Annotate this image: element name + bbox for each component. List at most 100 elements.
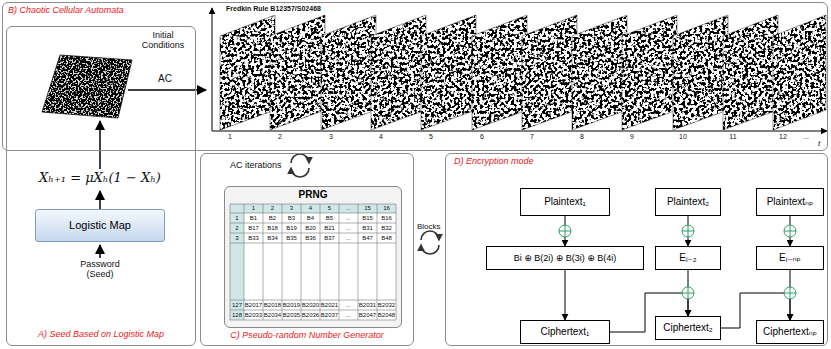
panel-title: C) Pseudo-random Number Generator bbox=[201, 330, 413, 341]
box-label: Eᵢ₋ₙₚ bbox=[779, 252, 801, 264]
cycle-icon bbox=[421, 231, 439, 254]
annotation: 2 bbox=[272, 133, 288, 141]
box-label: Plaintextₙₚ bbox=[767, 196, 814, 208]
annotation: 3 bbox=[323, 133, 339, 141]
xor-symbol bbox=[784, 287, 796, 299]
table-cell: B2037 bbox=[320, 310, 339, 320]
xor-symbol bbox=[559, 225, 571, 237]
table-cell: B2031 bbox=[358, 300, 377, 310]
annotation: AC iterations bbox=[230, 160, 282, 170]
table-cell: 127 bbox=[230, 300, 244, 310]
annotation: 1 bbox=[222, 133, 238, 141]
table-cell: B33 bbox=[244, 233, 263, 243]
connector bbox=[565, 270, 566, 320]
annotation: t bbox=[818, 139, 820, 148]
table-cell: B34 bbox=[263, 233, 282, 243]
table-cell: B2019 bbox=[282, 300, 301, 310]
table-cell: B17 bbox=[244, 223, 263, 233]
process-box: Bi ⊕ B(2i) ⊕ B(3i) ⊕ B(4i) bbox=[486, 246, 644, 270]
table-cell: ... bbox=[339, 300, 358, 310]
panel-title: D) Encryption mode bbox=[454, 156, 534, 167]
annotation: 11 bbox=[725, 133, 741, 141]
table-cell: B21 bbox=[320, 223, 339, 233]
table-cell: ... bbox=[339, 204, 358, 213]
table-cell: B37 bbox=[320, 233, 339, 243]
annotation: ... bbox=[798, 133, 814, 141]
table-cell: B5 bbox=[320, 213, 339, 223]
annotation: 4 bbox=[373, 133, 389, 141]
table-cell: ... bbox=[339, 233, 358, 243]
table-cell: 16 bbox=[377, 204, 396, 213]
xor-symbol bbox=[784, 225, 796, 237]
table-cell: ... bbox=[339, 213, 358, 223]
box-label: Plaintext₂ bbox=[667, 196, 709, 208]
box-label: Eᵢ₋₂ bbox=[679, 252, 696, 264]
box-label: Logistic Map bbox=[69, 219, 131, 232]
annotation: 9 bbox=[624, 133, 640, 141]
process-box: Plaintextₙₚ bbox=[756, 188, 824, 216]
table-cell: B2036 bbox=[301, 310, 320, 320]
xor-symbol bbox=[682, 225, 694, 237]
annotation: 10 bbox=[675, 133, 691, 141]
table-cell: B2017 bbox=[244, 300, 263, 310]
process-box: Plaintext₁ bbox=[520, 188, 610, 216]
table-cell: ... bbox=[339, 310, 358, 320]
panel-title: B) Chaotic Cellular Automata bbox=[8, 5, 124, 16]
table-cell: 2 bbox=[230, 223, 244, 233]
annotation: 8 bbox=[574, 133, 590, 141]
table-cell: B32 bbox=[377, 223, 396, 233]
process-box: Ciphertext₂ bbox=[655, 316, 721, 340]
process-box: Plaintext₂ bbox=[655, 188, 721, 216]
table-cell: 128 bbox=[230, 310, 244, 320]
table-cell: B16 bbox=[377, 213, 396, 223]
xor-symbol bbox=[682, 287, 694, 299]
box-label: Ciphertext₁ bbox=[541, 326, 590, 338]
table-cell: B48 bbox=[377, 233, 396, 243]
box-label: Ciphertextₙₚ bbox=[763, 326, 817, 338]
table-cell: B2021 bbox=[320, 300, 339, 310]
table-cell: 3 bbox=[282, 204, 301, 213]
table-cell: B15 bbox=[358, 213, 377, 223]
table-cell: B2018 bbox=[263, 300, 282, 310]
table-cell: B36 bbox=[301, 233, 320, 243]
table-cell: B1 bbox=[244, 213, 263, 223]
panel-frame: B) Chaotic Cellular Automata bbox=[2, 2, 828, 151]
table-cell: 15 bbox=[358, 204, 377, 213]
table-cell: B2032 bbox=[377, 300, 396, 310]
table-cell: 1 bbox=[230, 213, 244, 223]
table-cell: B2035 bbox=[282, 310, 301, 320]
annotation: 7 bbox=[524, 133, 540, 141]
process-box: Eᵢ₋ₙₚ bbox=[756, 246, 824, 270]
table-cell: B2048 bbox=[377, 310, 396, 320]
annotation: Password (Seed) bbox=[75, 259, 125, 280]
table-cell: 3 bbox=[230, 233, 244, 243]
cycle-icon bbox=[291, 154, 309, 177]
box-label: Bi ⊕ B(2i) ⊕ B(3i) ⊕ B(4i) bbox=[514, 253, 617, 263]
table-cell: B2 bbox=[263, 213, 282, 223]
box-label: Plaintext₁ bbox=[544, 196, 586, 208]
table-cell: B20 bbox=[301, 223, 320, 233]
table-cell: ... bbox=[339, 223, 358, 233]
table-cell: B2034 bbox=[263, 310, 282, 320]
table-cell: B3 bbox=[282, 213, 301, 223]
table-cell: B31 bbox=[358, 223, 377, 233]
process-box: Ciphertext₁ bbox=[520, 320, 610, 344]
table-cell: B18 bbox=[263, 223, 282, 233]
annotation: 5 bbox=[423, 133, 439, 141]
table-cell: B2033 bbox=[244, 310, 263, 320]
table-cell: 2 bbox=[263, 204, 282, 213]
table-cell: B2047 bbox=[358, 310, 377, 320]
process-box: Eᵢ₋₂ bbox=[655, 246, 721, 270]
table-cell: 5 bbox=[320, 204, 339, 213]
table-cell: 1 bbox=[244, 204, 263, 213]
table-title: PRNG bbox=[299, 189, 328, 201]
panel-title: A) Seed Based on Logistic Map bbox=[7, 329, 195, 340]
table-cell: B47 bbox=[358, 233, 377, 243]
annotation: Fredkin Rule B12357/S02468 bbox=[226, 5, 321, 13]
table-cell: B2020 bbox=[301, 300, 320, 310]
annotation: Xₕ₊₁ = μXₕ(1 − Xₕ) bbox=[8, 171, 192, 186]
table-cell: B35 bbox=[282, 233, 301, 243]
annotation: 6 bbox=[474, 133, 490, 141]
annotation: AC bbox=[148, 73, 182, 85]
annotation: Initial Conditions bbox=[136, 30, 190, 51]
